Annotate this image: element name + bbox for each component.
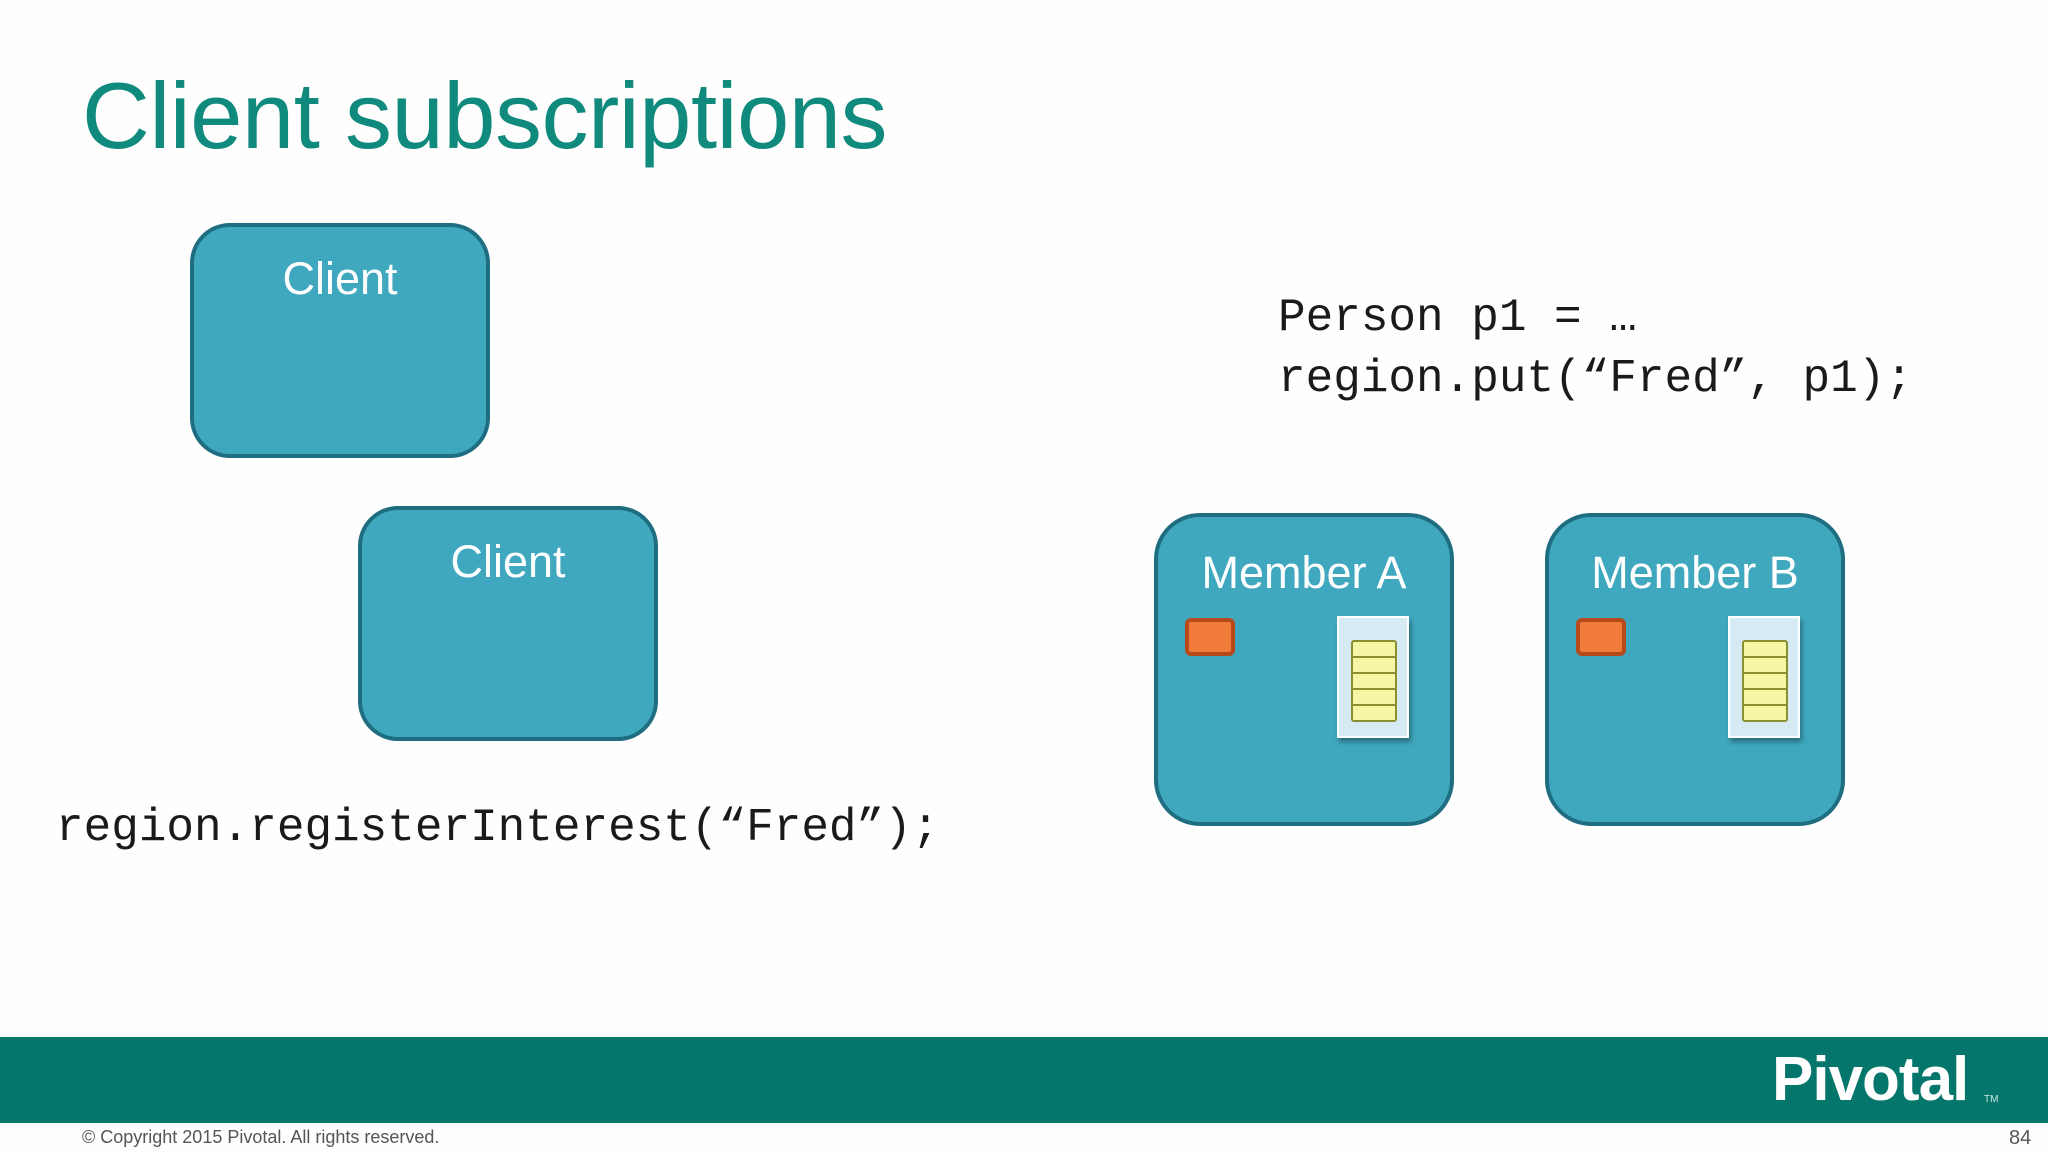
- stacked-records-icon: [1351, 640, 1397, 722]
- member-label: Member B: [1591, 547, 1799, 598]
- region-store-icon: [1728, 616, 1800, 738]
- data-entry-icon: [1185, 618, 1235, 656]
- trademark-mark: TM: [1984, 1094, 1999, 1105]
- code-register-interest: region.registerInterest(“Fred”);: [56, 802, 940, 854]
- code-put-line-2: region.put(“Fred”, p1);: [1278, 353, 1913, 405]
- slide-title: Client subscriptions: [82, 63, 888, 168]
- client-node-1: Client: [190, 223, 490, 458]
- client-label: Client: [282, 253, 398, 304]
- region-store-icon: [1337, 616, 1409, 738]
- member-b-node: Member B: [1545, 513, 1845, 826]
- stacked-records-icon: [1742, 640, 1788, 722]
- member-a-node: Member A: [1154, 513, 1454, 826]
- code-put-snippet: Person p1 = … region.put(“Fred”, p1);: [1278, 288, 1913, 410]
- page-number: 84: [2009, 1127, 2032, 1149]
- pivotal-logo: Pivotal: [1772, 1045, 1969, 1114]
- footer-bar: [0, 1037, 2048, 1123]
- code-put-line-1: Person p1 = …: [1278, 292, 1637, 344]
- client-node-2: Client: [358, 506, 658, 741]
- client-label: Client: [450, 536, 566, 587]
- member-label: Member A: [1201, 547, 1407, 598]
- data-entry-icon: [1576, 618, 1626, 656]
- copyright-notice: © Copyright 2015 Pivotal. All rights res…: [82, 1127, 440, 1147]
